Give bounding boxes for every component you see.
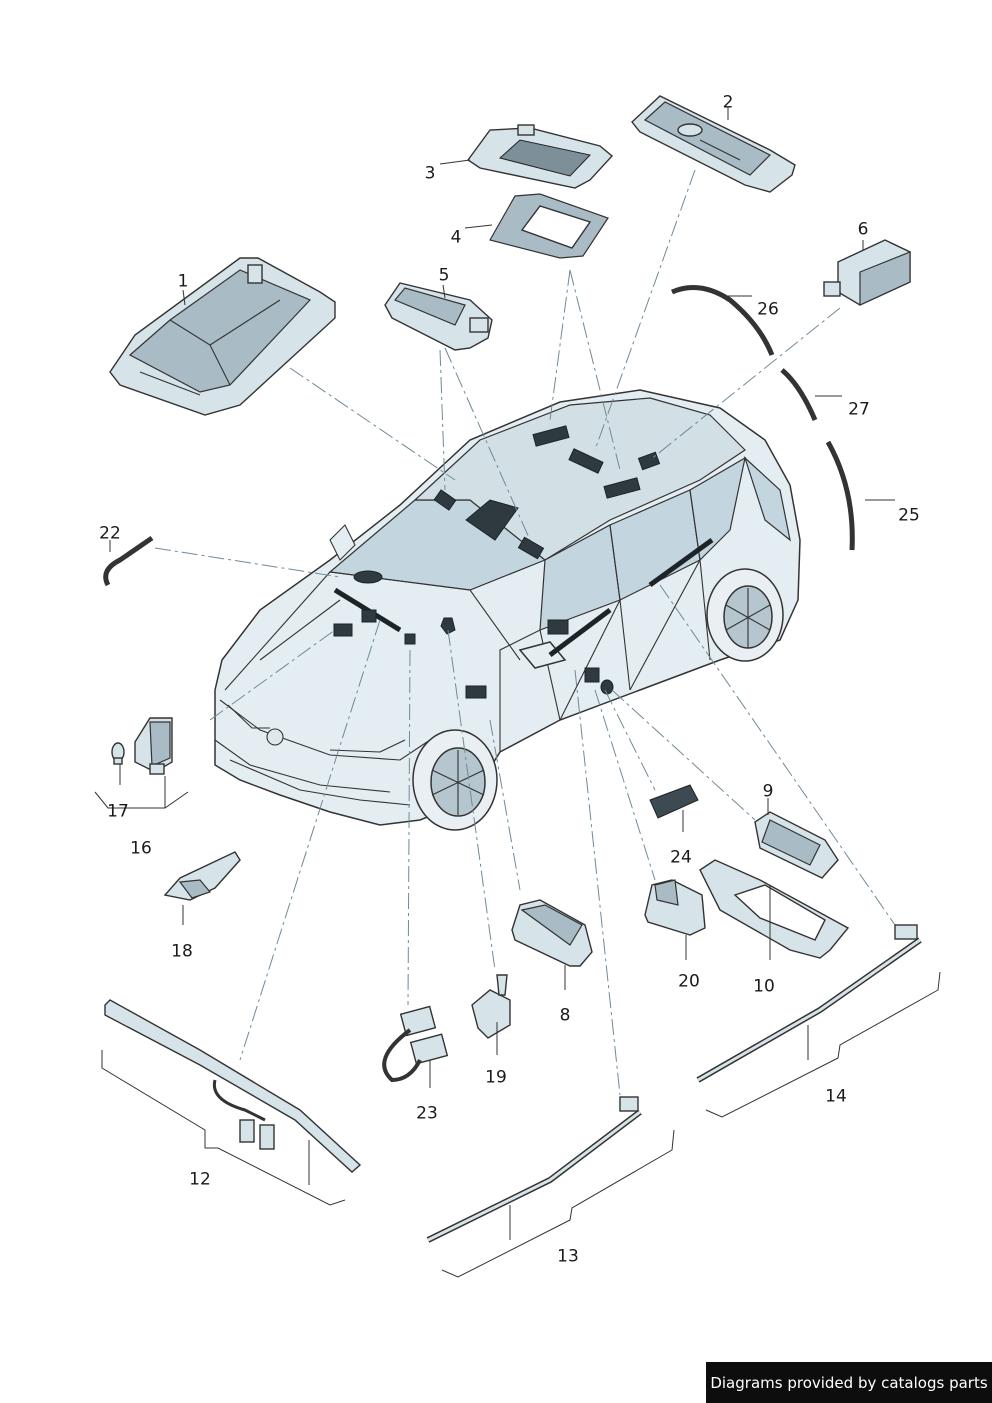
- part-27-light-strip: [780, 368, 818, 421]
- part-1-console: [109, 257, 336, 416]
- callout-20: 20: [678, 971, 700, 992]
- part-17-bulb: [111, 742, 125, 765]
- part-24-lens: [649, 784, 699, 819]
- part-14-strip: [696, 924, 922, 1083]
- part-13-strip: [426, 1096, 642, 1243]
- callout-5: 5: [438, 265, 450, 286]
- callout-16: 16: [130, 838, 152, 859]
- callout-4: 4: [450, 227, 462, 248]
- callout-14: 14: [825, 1086, 847, 1107]
- part-6-lamp: [823, 239, 911, 306]
- footer-credit: Diagrams provided by catalogs parts: [706, 1362, 992, 1403]
- callout-9: 9: [762, 781, 774, 802]
- callout-19: 19: [485, 1067, 507, 1088]
- callout-8: 8: [559, 1005, 571, 1026]
- part-5-reading-light: [384, 282, 493, 351]
- callout-1: 1: [177, 271, 189, 292]
- part-20-lamp: [644, 879, 706, 936]
- part-23-harness: [382, 1005, 449, 1083]
- part-26-light-strip: [671, 285, 775, 356]
- callout-leaders: [94, 107, 941, 1278]
- part-16-module: [134, 717, 173, 775]
- part-10-bracket: [699, 859, 850, 959]
- part-25-light-strip: [825, 440, 855, 551]
- callout-27: 27: [848, 399, 870, 420]
- part-18-lamp: [163, 851, 241, 901]
- part-4-frame: [489, 193, 609, 259]
- callout-3: 3: [424, 163, 436, 184]
- callout-18: 18: [171, 941, 193, 962]
- part-2-roof-light: [631, 95, 796, 193]
- part-8-lamp: [511, 899, 593, 967]
- callout-17: 17: [107, 801, 129, 822]
- part-9-lamp: [754, 811, 839, 879]
- car-illustration: [214, 389, 801, 831]
- part-3-bezel: [467, 124, 614, 189]
- callout-25: 25: [898, 505, 920, 526]
- leader-lines: [154, 169, 896, 1096]
- part-12-strip: [104, 999, 362, 1173]
- callout-6: 6: [857, 219, 869, 240]
- part-19-holder: [471, 974, 511, 1039]
- callout-2: 2: [722, 92, 734, 113]
- callout-23: 23: [416, 1103, 438, 1124]
- callout-13: 13: [557, 1246, 579, 1267]
- callout-22: 22: [99, 523, 121, 544]
- callout-12: 12: [189, 1169, 211, 1190]
- callout-10: 10: [753, 976, 775, 997]
- part-22-cable: [103, 535, 154, 587]
- callout-24: 24: [670, 847, 692, 868]
- callout-26: 26: [757, 299, 779, 320]
